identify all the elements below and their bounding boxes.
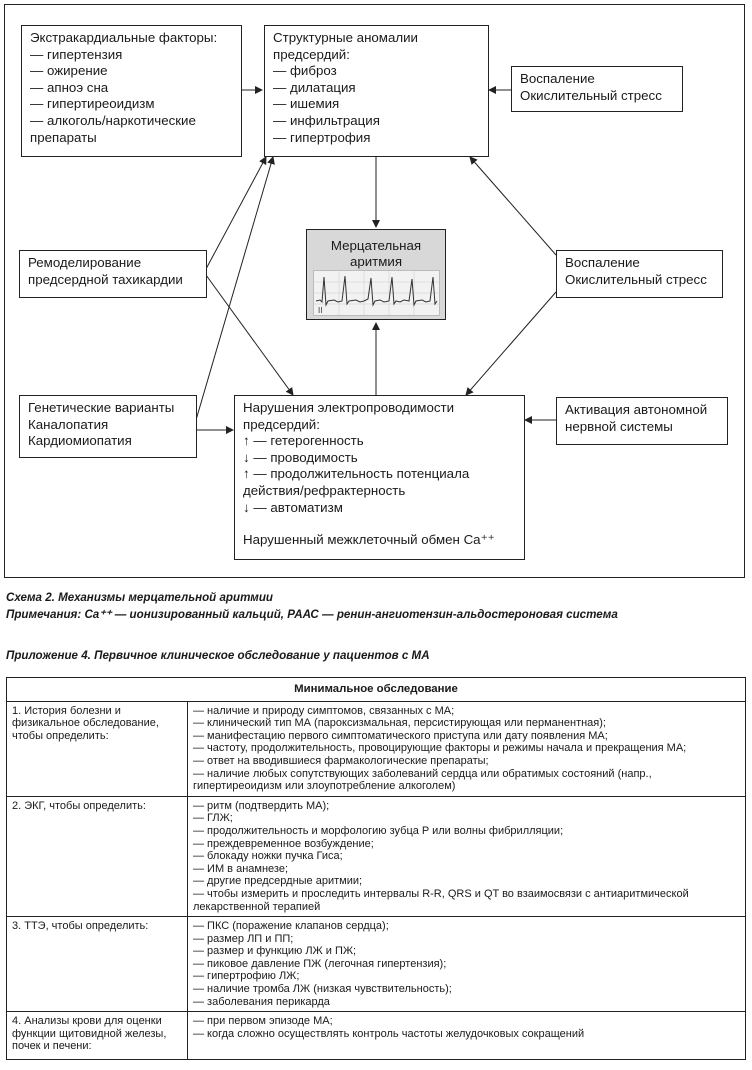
- arrow-inflammation-right-to-structural: [469, 156, 557, 256]
- ecg-trace-icon: II: [314, 271, 439, 315]
- autonomic-activation-box: Активация автономной нервной системы: [556, 397, 728, 445]
- box-line: Экстракардиальные факторы:: [30, 30, 218, 45]
- box-line: — инфильтрация: [273, 112, 380, 128]
- box-line: Каналопатия: [28, 416, 109, 432]
- atrial-fibrillation-box: Мерцательная аритмия II: [306, 229, 446, 320]
- diagram-frame: [4, 4, 745, 578]
- box-line: Активация автономной: [565, 402, 708, 417]
- box-line: — дилатация: [273, 79, 356, 95]
- box-footer: Нарушенный межклеточный обмен Ca⁺⁺: [243, 532, 495, 548]
- box-line: действия/рефрактерность: [243, 482, 406, 498]
- list-item: — заболевания перикарда: [193, 995, 330, 1008]
- list-item: — чтобы измерить и проследить интервалы …: [193, 887, 689, 913]
- genetic-variants-box: Генетические варианты Каналопатия Кардио…: [19, 395, 197, 458]
- row-items: — при первом эпизоде МА; — когда сложно …: [187, 1011, 746, 1061]
- diagram-caption-title: Схема 2. Механизмы мерцательной аритмии: [6, 591, 273, 604]
- tachycardia-remodeling-box: Ремоделирование предсердной тахикардии: [19, 250, 207, 298]
- structural-anomalies-box: Структурные аномалии предсердий: — фибро…: [264, 25, 489, 157]
- list-item: — клинический тип МА (пароксизмальная, п…: [193, 717, 606, 730]
- box-line: — алкоголь/наркотические: [30, 112, 196, 128]
- table-row: 1. История болезни и физикальное обследо…: [6, 700, 746, 797]
- box-line: ↓ — автоматизм: [243, 499, 343, 515]
- arrow-remodeling-to-conduction: [205, 274, 294, 396]
- list-item: — гипертрофию ЛЖ;: [193, 970, 300, 983]
- arrow-inflammation-right-to-conduction: [465, 291, 557, 396]
- box-line: — гипертрофия: [273, 129, 371, 145]
- conduction-disorders-box: Нарушения электропроводимости предсердий…: [234, 395, 525, 560]
- list-item: — другие предсердные аритмии;: [193, 875, 363, 888]
- box-line: нервной системы: [565, 418, 673, 434]
- list-item: — ПКС (поражение клапанов сердца);: [193, 920, 389, 933]
- box-line: ↑ — гетерогенность: [243, 433, 364, 449]
- ecg-lead-label: II: [318, 306, 322, 315]
- appendix-title: Приложение 4. Первичное клиническое обсл…: [6, 649, 430, 662]
- box-line: препараты: [30, 129, 97, 145]
- row-label: 1. История болезни и физикальное обследо…: [6, 700, 188, 797]
- list-item: — наличие любых сопутствующих заболевани…: [193, 767, 652, 793]
- table-row: 2. ЭКГ, чтобы определить: — ритм (подтве…: [6, 795, 746, 918]
- list-item: — наличие тромба ЛЖ (низкая чувствительн…: [193, 983, 452, 996]
- ecg-strip: II: [313, 270, 440, 316]
- list-item: — ритм (подтвердить МА);: [193, 799, 330, 812]
- row-items: — ПКС (поражение клапанов сердца); — раз…: [187, 916, 746, 1013]
- box-line: — гипертензия: [30, 46, 123, 62]
- box-line: Нарушения электропроводимости: [243, 400, 455, 415]
- row-label: 4. Анализы крови для оценки функции щито…: [6, 1011, 188, 1061]
- box-line: Воспаление: [520, 71, 595, 86]
- list-item: — ИМ в анамнезе;: [193, 862, 288, 875]
- table-header-row: Минимальное обследование: [6, 677, 746, 702]
- list-item: — пиковое давление ПЖ (легочная гипертен…: [193, 957, 447, 970]
- box-line: предсердной тахикардии: [28, 271, 183, 287]
- box-line: — гипертиреоидизм: [30, 96, 155, 112]
- box-line: Окислительный стресс: [565, 271, 707, 287]
- box-line: — апноэ сна: [30, 79, 109, 95]
- list-item: — манифестацию первого симптоматического…: [193, 729, 608, 742]
- diagram-caption-note: Примечания: Ca⁺⁺ — ионизированный кальци…: [6, 608, 618, 621]
- box-line: ↓ — проводимость: [243, 449, 358, 465]
- box-line: предсердий:: [243, 416, 320, 432]
- box-line: Генетические варианты: [28, 400, 175, 415]
- row-label: 2. ЭКГ, чтобы определить:: [6, 795, 188, 918]
- arrow-genetic-to-structural: [195, 156, 275, 421]
- inflammation-top-box: Воспаление Окислительный стресс: [511, 66, 683, 112]
- list-item: — размер и функцию ЛЖ и ПЖ;: [193, 945, 357, 958]
- box-line: Окислительный стресс: [520, 87, 662, 103]
- list-item: — когда сложно осуществлять контроль час…: [193, 1027, 585, 1040]
- inflammation-right-box: Воспаление Окислительный стресс: [556, 250, 723, 298]
- examination-table: Минимальное обследование 1. История боле…: [6, 677, 746, 1061]
- list-item: — при первом эпизоде МА;: [193, 1015, 333, 1028]
- list-item: — частоту, продолжительность, провоцирую…: [193, 742, 687, 755]
- row-items: — наличие и природу симптомов, связанных…: [187, 700, 746, 797]
- diagram-arrows: [195, 86, 557, 434]
- row-label: 3. ТТЭ, чтобы определить:: [6, 916, 188, 1013]
- list-item: — блокаду ножки пучка Гиса;: [193, 850, 343, 863]
- box-line: предсердий:: [273, 46, 350, 62]
- af-title-line: Мерцательная: [330, 238, 422, 253]
- table-row: 4. Анализы крови для оценки функции щито…: [6, 1011, 746, 1061]
- box-line: — фиброз: [273, 63, 337, 79]
- list-item: — ответ на вводившиеся фармакологические…: [193, 754, 489, 767]
- list-item: — размер ЛП и ПП;: [193, 932, 294, 945]
- list-item: — наличие и природу симптомов, связанных…: [193, 704, 455, 717]
- list-item: — продолжительность и морфологию зубца P…: [193, 824, 564, 837]
- list-item: — ГЛЖ;: [193, 812, 233, 825]
- box-line: — ожирение: [30, 63, 108, 79]
- row-items: — ритм (подтвердить МА); — ГЛЖ; — продол…: [187, 795, 746, 918]
- box-line: Ремоделирование: [28, 255, 142, 270]
- box-line: Воспаление: [565, 255, 640, 270]
- box-line: Структурные аномалии: [273, 30, 418, 45]
- list-item: — преждевременное возбуждение;: [193, 837, 374, 850]
- table-row: 3. ТТЭ, чтобы определить: — ПКС (поражен…: [6, 916, 746, 1013]
- af-title-line: аритмия: [349, 254, 403, 269]
- box-line: — ишемия: [273, 96, 340, 112]
- box-line: ↑ — продолжительность потенциала: [243, 466, 470, 482]
- arrow-remodeling-to-structural: [205, 156, 267, 270]
- box-line: Кардиомиопатия: [28, 433, 132, 449]
- table-header: Минимальное обследование: [6, 677, 746, 702]
- extracardiac-factors-box: Экстракардиальные факторы: — гипертензия…: [21, 25, 242, 157]
